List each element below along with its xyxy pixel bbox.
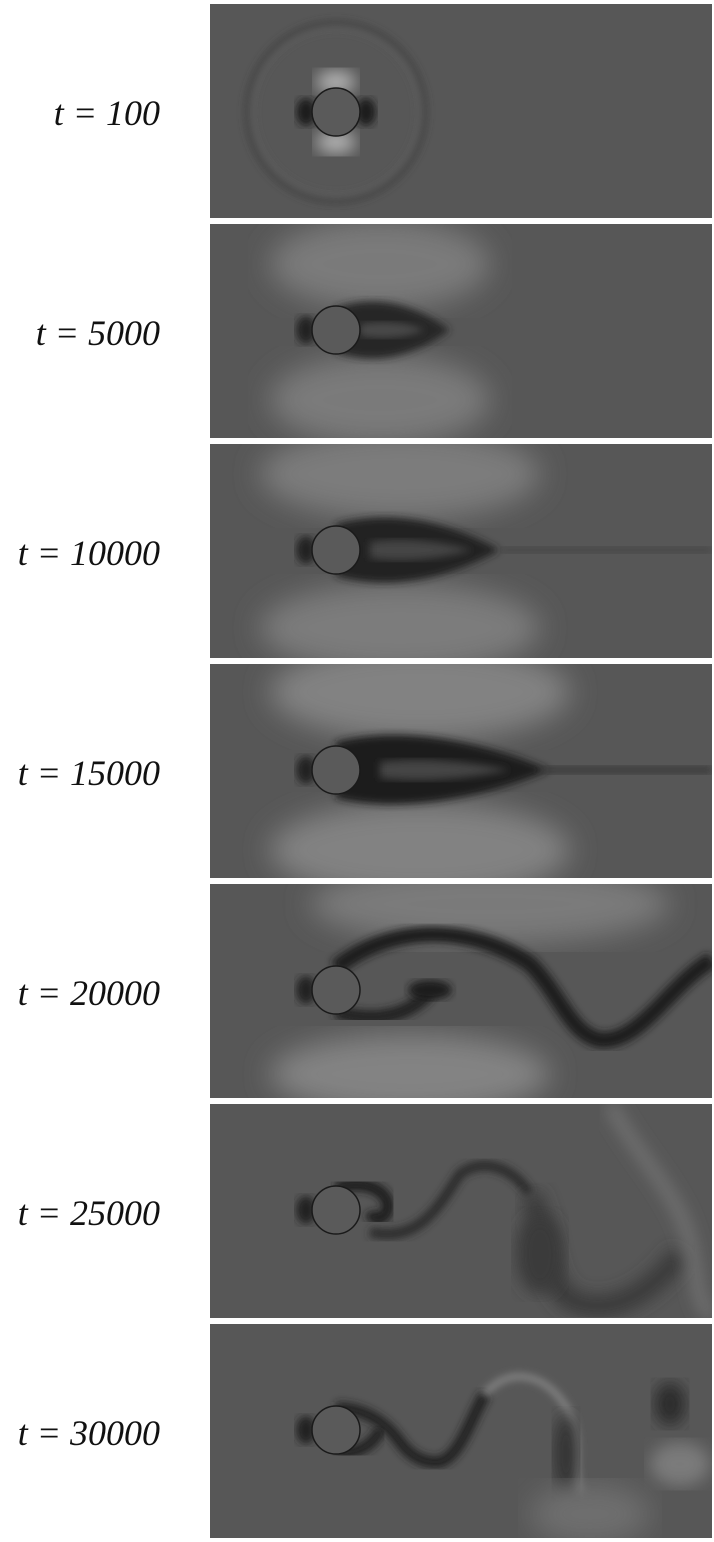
time-label: t = 5000 [35,313,160,353]
flow-field-image [210,1324,712,1538]
panel-row-t30000: t = 30000 [0,1324,714,1542]
flow-panel-t5000 [210,224,712,438]
panel-row-t10000: t = 10000 [0,444,714,662]
panel-row-t25000: t = 25000 [0,1104,714,1322]
panel-row-t100: t = 100 [0,4,714,222]
flow-field-image [210,1104,712,1318]
time-label: t = 100 [53,93,160,133]
cylinder [311,1405,361,1455]
panel-row-t20000: t = 20000 [0,884,714,1102]
panel-row-t15000: t = 15000 [0,664,714,882]
time-label: t = 10000 [17,533,160,573]
flow-panel-t10000 [210,444,712,658]
flow-panel-t20000 [210,884,712,1098]
panel-row-t5000: t = 5000 [0,224,714,442]
flow-field-image [210,4,712,218]
flow-field-image [210,224,712,438]
flow-panel-t30000 [210,1324,712,1538]
flow-field-image [210,664,712,878]
flow-field-image [210,444,712,658]
cylinder [311,1185,361,1235]
time-label: t = 25000 [17,1193,160,1233]
cylinder [311,525,361,575]
flow-panel-t25000 [210,1104,712,1318]
time-label: t = 15000 [17,753,160,793]
cylinder [311,965,361,1015]
flow-field-image [210,884,712,1098]
cylinder [311,87,361,137]
time-label: t = 30000 [17,1413,160,1453]
flow-panel-t15000 [210,664,712,878]
cylinder [311,305,361,355]
time-label: t = 20000 [17,973,160,1013]
cylinder [311,745,361,795]
flow-panel-t100 [210,4,712,218]
